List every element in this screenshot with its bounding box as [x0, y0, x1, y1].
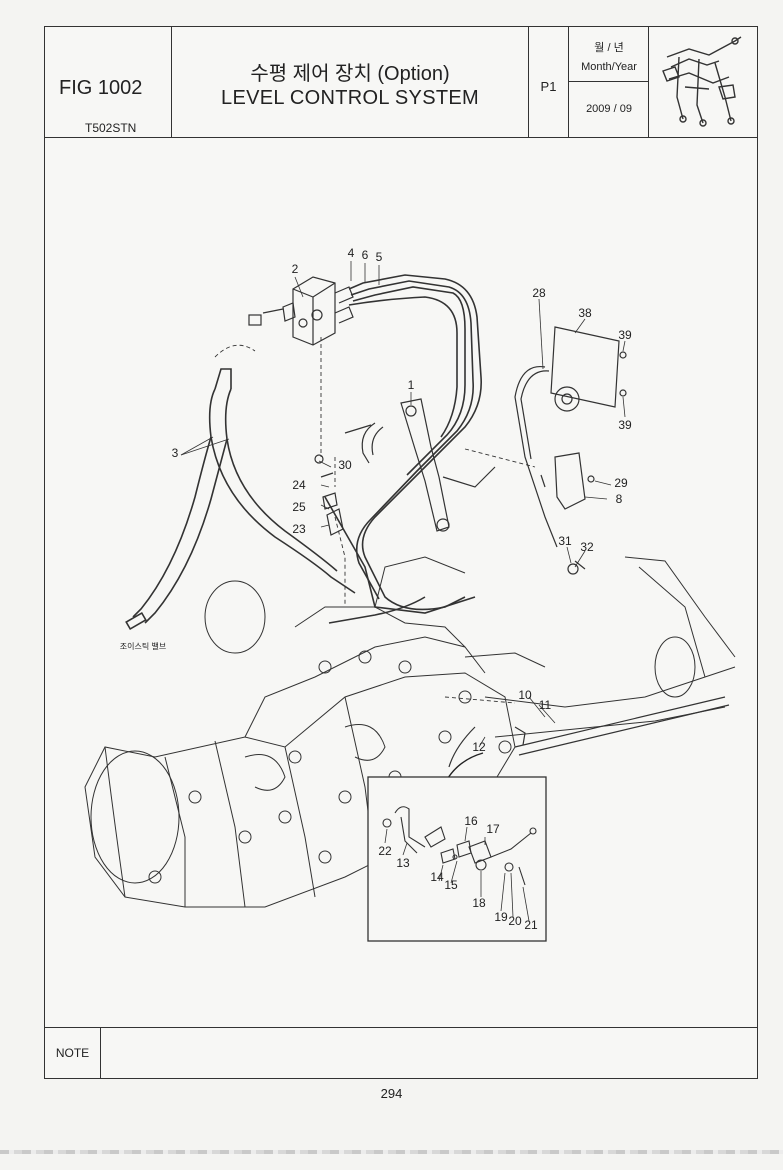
scan-artifact-line [0, 1150, 783, 1154]
page-number: 294 [380, 1086, 403, 1101]
title-cell: 수평 제어 장치 (Option) LEVEL CONTROL SYSTEM [172, 27, 529, 137]
note-label: NOTE [45, 1028, 101, 1079]
date-label-english: Month/Year [581, 61, 637, 73]
title-block: FIG 1002 T502STN 수평 제어 장치 (Option) LEVEL… [45, 27, 757, 138]
callout-1: 1 [408, 378, 415, 392]
callout-39-top: 39 [618, 328, 632, 342]
callout-29: 29 [614, 476, 628, 490]
callout-30: 30 [338, 458, 352, 472]
callout-2: 2 [292, 262, 299, 276]
callout-4: 4 [348, 246, 355, 260]
small-hardware [314, 351, 627, 570]
callout-15: 15 [444, 878, 458, 892]
model-code: T502STN [85, 121, 137, 135]
callout-19: 19 [494, 910, 508, 924]
title-english: LEVEL CONTROL SYSTEM [221, 87, 479, 109]
leader-lines [214, 337, 536, 704]
callout-12: 12 [472, 740, 486, 754]
callout-24: 24 [292, 478, 306, 492]
note-row: NOTE [45, 1027, 757, 1079]
callout-3: 3 [172, 446, 179, 460]
date-value: 2009 / 09 [586, 103, 632, 115]
callout-10: 10 [518, 688, 532, 702]
transmission-housing [84, 556, 736, 908]
callout-5: 5 [376, 250, 383, 264]
thumbnail-cell [649, 27, 759, 137]
callout-8: 8 [616, 492, 623, 506]
figure-cell: FIG 1002 T502STN [45, 27, 172, 137]
joystick-valve [248, 276, 354, 346]
exploded-parts-drawing: 1 2 3 4 5 6 8 10 11 12 13 14 15 16 17 18… [84, 246, 736, 942]
callout-leaders [180, 261, 626, 748]
page-label: P1 [540, 79, 557, 94]
tractor-linkage-thumbnail-icon [662, 36, 742, 127]
figure-number: FIG 1002 [59, 77, 143, 99]
callout-32: 32 [580, 540, 594, 554]
page-cell: P1 [529, 27, 569, 137]
pressure-hoses [324, 274, 482, 624]
callout-23: 23 [292, 522, 306, 536]
callout-13: 13 [396, 856, 410, 870]
callout-11: 11 [539, 698, 552, 712]
callout-38: 38 [578, 306, 592, 320]
callout-17: 17 [486, 822, 500, 836]
callout-6: 6 [362, 248, 369, 262]
callout-20: 20 [508, 914, 522, 928]
date-label-korean: 월 / 년 [594, 42, 624, 54]
callout-25: 25 [292, 500, 306, 514]
callout-16: 16 [464, 814, 478, 828]
callout-39-bottom: 39 [618, 418, 632, 432]
callout-28: 28 [532, 286, 546, 300]
callout-31: 31 [558, 534, 572, 548]
parts-sheet: FIG 1002 T502STN 수평 제어 장치 (Option) LEVEL… [44, 26, 758, 1079]
date-divider [569, 81, 649, 82]
sensor-bracket [514, 326, 620, 575]
level-rod [448, 696, 730, 768]
callout-14: 14 [430, 870, 444, 884]
title-korean: 수평 제어 장치 (Option) [250, 63, 450, 85]
lift-cylinder [344, 398, 496, 532]
date-cell: 월 / 년 Month/Year 2009 / 09 [569, 27, 649, 137]
callout-21: 21 [524, 918, 538, 932]
callout-18: 18 [472, 896, 486, 910]
hose-3 [125, 368, 356, 631]
joystick-valve-annotation: 조이스틱 밸브 [120, 641, 166, 651]
callout-22: 22 [378, 844, 392, 858]
inset-detail-box [367, 776, 547, 942]
